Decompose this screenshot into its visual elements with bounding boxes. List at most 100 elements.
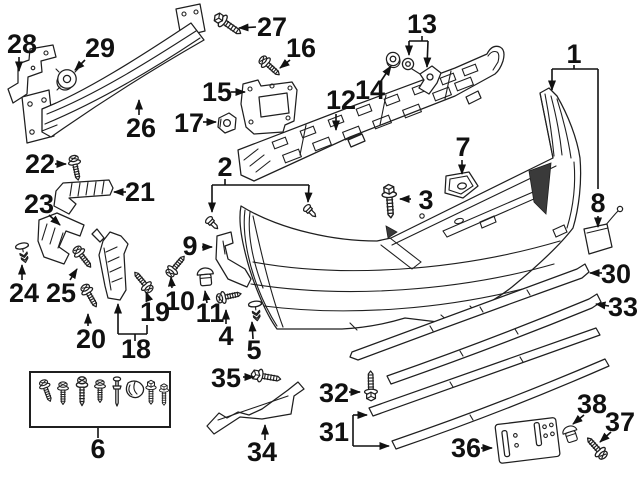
part-number-19: 19 xyxy=(140,297,170,327)
callout-22: 22 xyxy=(25,149,67,179)
callout-9: 9 xyxy=(182,231,213,261)
part-corner-bracket-23 xyxy=(37,212,85,265)
part-number-23: 23 xyxy=(24,189,54,219)
clip-2-left xyxy=(203,214,222,233)
clip-24 xyxy=(14,241,33,265)
screw-19 xyxy=(129,267,157,296)
clip-11 xyxy=(196,266,215,287)
part-number-35: 35 xyxy=(211,363,241,393)
callout-33: 33 xyxy=(595,292,638,322)
part-trim-strip-34 xyxy=(206,381,305,435)
callout-12: 12 xyxy=(326,85,356,131)
kit-screw-1 xyxy=(36,377,56,404)
clip-2-right xyxy=(301,202,320,221)
part-number-21: 21 xyxy=(125,177,155,207)
callout-37: 37 xyxy=(599,407,635,443)
callout-14: 14 xyxy=(355,65,392,105)
callout-26: 26 xyxy=(126,99,156,143)
kit-bolt-8 xyxy=(158,383,170,406)
callout-18: 18 xyxy=(114,303,151,364)
callout-21: 21 xyxy=(113,177,155,207)
callout-7: 7 xyxy=(455,132,471,175)
part-guide-bracket-15 xyxy=(240,79,298,135)
callout-6: 6 xyxy=(90,428,106,464)
kit-screw-4 xyxy=(94,379,106,404)
part-bracket-13 xyxy=(411,65,442,95)
part-side-bracket-18 xyxy=(91,228,129,301)
kit-screw-3 xyxy=(75,376,89,407)
part-number-6: 6 xyxy=(90,434,105,464)
callout-23: 23 xyxy=(24,189,61,226)
part-trim-cover-7 xyxy=(444,171,479,199)
screw-25 xyxy=(69,243,96,272)
part-clip-nut-17 xyxy=(217,112,237,134)
callout-2: 2 xyxy=(208,152,313,213)
grommet-38 xyxy=(560,423,581,445)
screw-20 xyxy=(77,281,103,311)
part-number-15: 15 xyxy=(202,77,232,107)
callout-38: 38 xyxy=(572,389,607,425)
part-guide-bracket-21 xyxy=(53,179,114,215)
part-license-plate-bracket xyxy=(494,417,561,464)
part-number-22: 22 xyxy=(25,149,55,179)
callout-4: 4 xyxy=(218,309,234,351)
callout-27: 27 xyxy=(238,12,287,42)
part-number-34: 34 xyxy=(247,437,277,467)
callout-30: 30 xyxy=(589,259,631,289)
part-washer-13 xyxy=(401,57,415,71)
screw-37 xyxy=(582,433,611,463)
callout-29: 29 xyxy=(74,33,115,71)
callout-31: 31 xyxy=(319,411,390,450)
callout-8: 8 xyxy=(590,188,606,228)
callout-24: 24 xyxy=(9,264,39,308)
bolt-3 xyxy=(380,183,399,220)
kit-shell-clip xyxy=(125,380,145,399)
part-trim-strip-30 xyxy=(349,263,590,361)
part-number-32: 32 xyxy=(319,378,349,408)
callout-20: 20 xyxy=(76,313,106,354)
part-trim-strip-31-upper xyxy=(368,327,601,417)
callout-3: 3 xyxy=(399,185,434,215)
callout-15: 15 xyxy=(202,77,246,107)
part-number-11: 11 xyxy=(196,298,225,328)
part-number-9: 9 xyxy=(182,231,197,261)
part-number-13: 13 xyxy=(407,9,437,39)
part-number-12: 12 xyxy=(326,85,356,115)
callout-17: 17 xyxy=(174,108,217,138)
callout-16: 16 xyxy=(279,33,316,69)
part-number-7: 7 xyxy=(455,132,470,162)
callout-13: 13 xyxy=(405,9,437,68)
part-number-26: 26 xyxy=(126,113,156,143)
part-number-31: 31 xyxy=(319,417,349,447)
part-number-25: 25 xyxy=(46,278,76,308)
part-number-17: 17 xyxy=(174,108,204,138)
hardware-kit-box xyxy=(29,371,171,428)
part-impact-bar xyxy=(41,22,205,138)
part-number-36: 36 xyxy=(451,433,481,463)
callout-19: 19 xyxy=(140,291,170,327)
part-number-29: 29 xyxy=(85,33,115,63)
part-retainer-nut-29 xyxy=(55,68,79,91)
clip-5 xyxy=(247,299,265,323)
part-number-16: 16 xyxy=(286,33,316,63)
part-number-8: 8 xyxy=(590,188,605,218)
kit-screw-2 xyxy=(57,381,69,406)
part-number-38: 38 xyxy=(577,389,607,419)
part-number-28: 28 xyxy=(7,29,37,59)
part-corner-bracket-9 xyxy=(215,231,252,288)
callout-25: 25 xyxy=(46,268,78,308)
part-number-24: 24 xyxy=(9,278,39,308)
callout-36: 36 xyxy=(451,433,493,463)
callout-11: 11 xyxy=(196,290,225,328)
callout-1: 1 xyxy=(548,39,599,189)
kit-pin-5 xyxy=(112,376,122,407)
part-number-18: 18 xyxy=(121,334,151,364)
part-bumper-cover xyxy=(239,87,582,331)
part-number-20: 20 xyxy=(76,324,106,354)
part-number-3: 3 xyxy=(418,185,433,215)
part-number-37: 37 xyxy=(605,407,635,437)
callout-28: 28 xyxy=(7,29,37,72)
